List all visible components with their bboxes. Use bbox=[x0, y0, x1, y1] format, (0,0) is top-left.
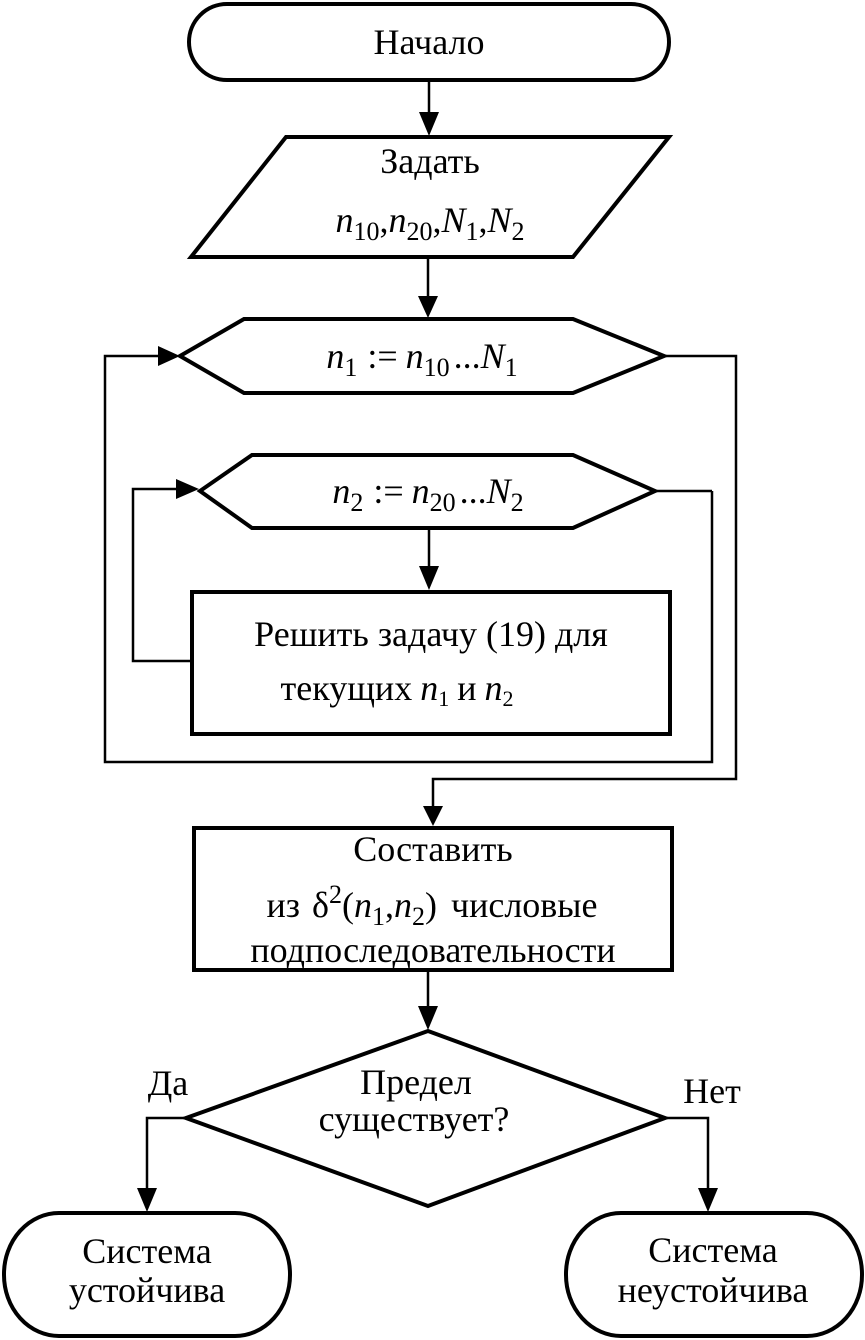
outer-loop-label: n1:=n10...N1 bbox=[326, 336, 517, 382]
arrow-head bbox=[419, 112, 439, 136]
start-label: Начало bbox=[374, 22, 485, 62]
decision-diamond: Предел существует? bbox=[180, 1028, 671, 1209]
solve-line1: Решить задачу (19) для bbox=[254, 614, 608, 654]
input-vars: n10,n20,N1,N2 bbox=[335, 200, 524, 246]
arrow-head bbox=[418, 296, 438, 318]
input-title: Задать bbox=[380, 141, 480, 181]
edge-outer-loop-exit bbox=[431, 354, 738, 808]
start-terminator: Начало bbox=[187, 2, 671, 82]
unstable-shape bbox=[564, 1211, 864, 1338]
unstable-line2: неустойчива bbox=[618, 1270, 809, 1310]
compose-shape bbox=[192, 826, 674, 972]
arrow-head bbox=[137, 1188, 157, 1212]
solve-shape bbox=[190, 590, 672, 736]
arrow-head bbox=[158, 346, 180, 366]
inner-loop-hexagon: n2:=n20...N2 bbox=[196, 453, 660, 530]
stable-shape bbox=[2, 1211, 292, 1338]
arrow-head bbox=[418, 1006, 438, 1030]
decision-line1: Предел bbox=[360, 1062, 472, 1102]
no-label: Нет bbox=[683, 1071, 741, 1111]
edge-inner-loop-return bbox=[131, 487, 192, 663]
decision-shape bbox=[180, 1028, 671, 1209]
unstable-line1: Система bbox=[648, 1230, 778, 1270]
stable-terminator: Система устойчива bbox=[2, 1211, 292, 1338]
yes-label: Да bbox=[148, 1063, 189, 1103]
edge-outer-loop-return bbox=[103, 354, 714, 764]
compose-line1: Составить bbox=[353, 829, 512, 869]
arrow-head bbox=[423, 806, 443, 826]
unstable-terminator: Система неустойчива bbox=[564, 1211, 864, 1338]
input-parallelogram: Задать n10,n20,N1,N2 bbox=[186, 135, 674, 259]
stable-line2: устойчива bbox=[69, 1270, 225, 1310]
arrow-head bbox=[419, 566, 439, 590]
outer-loop-hexagon: n1:=n10...N1 bbox=[176, 317, 670, 395]
inner-loop-label: n2:=n20...N2 bbox=[332, 471, 523, 517]
compose-line3: подпоследовательности bbox=[250, 930, 615, 970]
arrow-head bbox=[698, 1188, 718, 1212]
edge-no bbox=[665, 1116, 710, 1190]
edge-yes bbox=[145, 1116, 186, 1190]
stable-line1: Система bbox=[82, 1231, 212, 1271]
arrow-head bbox=[176, 479, 199, 499]
decision-line2: существует? bbox=[319, 1099, 510, 1139]
input-shape bbox=[186, 135, 674, 259]
